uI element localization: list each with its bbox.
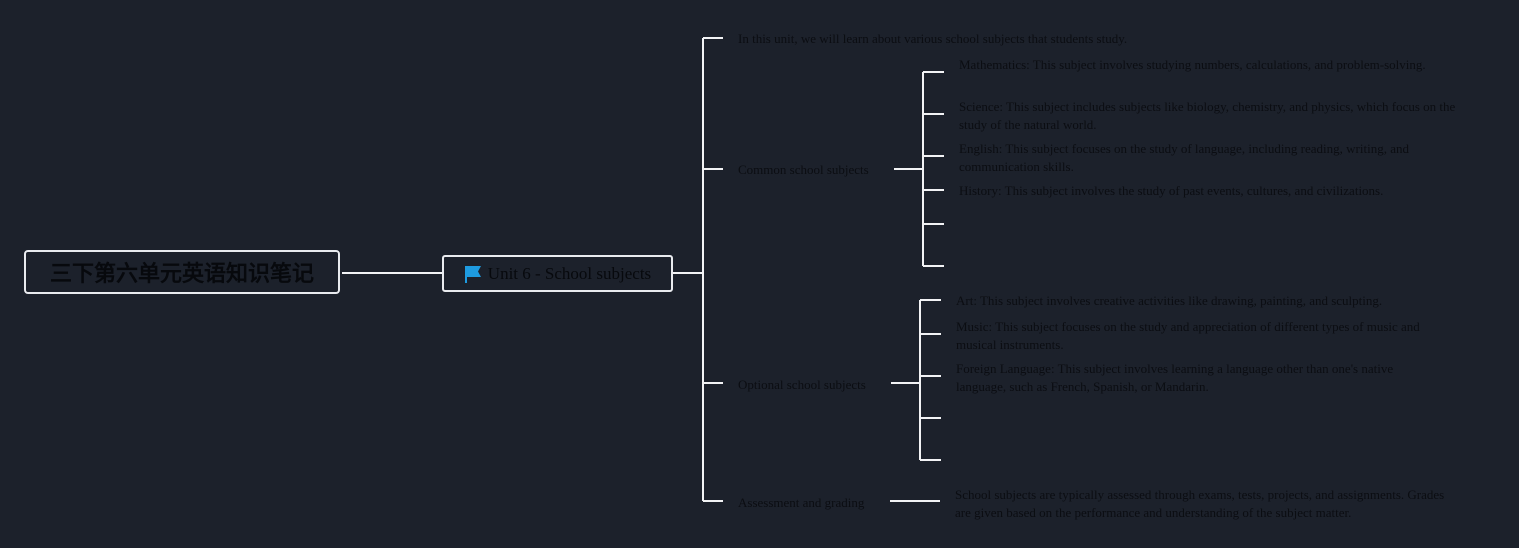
optional-subjects-topic[interactable]: Optional school subjects xyxy=(738,376,866,394)
assessment-label: Assessment and grading xyxy=(738,495,865,510)
assessment-topic[interactable]: Assessment and grading xyxy=(738,494,864,512)
common-subject-mathematics[interactable]: Mathematics: This subject involves study… xyxy=(959,56,1464,74)
leaf-text: Mathematics: This subject involves study… xyxy=(959,57,1426,72)
optional-subject-art[interactable]: Art: This subject involves creative acti… xyxy=(956,292,1461,310)
leaf-text: Art: This subject involves creative acti… xyxy=(956,293,1383,308)
leaf-text: Science: This subject includes subjects … xyxy=(959,99,1456,132)
root-topic[interactable]: 三下第六单元英语知识笔记 xyxy=(24,250,340,294)
main-topic-label: Unit 6 - School subjects xyxy=(487,263,652,283)
optional-subject-foreign-language[interactable]: Foreign Language: This subject involves … xyxy=(956,360,1436,396)
common-subject-english[interactable]: English: This subject focuses on the stu… xyxy=(959,140,1464,176)
leaf-text: History: This subject involves the study… xyxy=(959,183,1384,198)
optional-subjects-label: Optional school subjects xyxy=(738,377,866,392)
leaf-text: School subjects are typically assessed t… xyxy=(955,487,1445,520)
main-topic[interactable]: Unit 6 - School subjects xyxy=(442,255,673,292)
intro-topic-label: In this unit, we will learn about variou… xyxy=(738,31,1128,46)
leaf-text: English: This subject focuses on the stu… xyxy=(959,141,1409,174)
common-subjects-topic[interactable]: Common school subjects xyxy=(738,161,869,179)
assessment-detail[interactable]: School subjects are typically assessed t… xyxy=(955,486,1455,522)
leaf-text: Music: This subject focuses on the study… xyxy=(956,319,1420,352)
common-subject-science[interactable]: Science: This subject includes subjects … xyxy=(959,98,1464,134)
root-topic-label: 三下第六单元英语知识笔记 xyxy=(49,262,314,287)
common-subjects-label: Common school subjects xyxy=(738,162,869,177)
leaf-text: Foreign Language: This subject involves … xyxy=(956,361,1394,394)
intro-topic[interactable]: In this unit, we will learn about variou… xyxy=(738,30,1127,48)
common-subject-history[interactable]: History: This subject involves the study… xyxy=(959,182,1464,200)
flag-icon xyxy=(464,265,481,283)
optional-subject-music[interactable]: Music: This subject focuses on the study… xyxy=(956,318,1461,354)
